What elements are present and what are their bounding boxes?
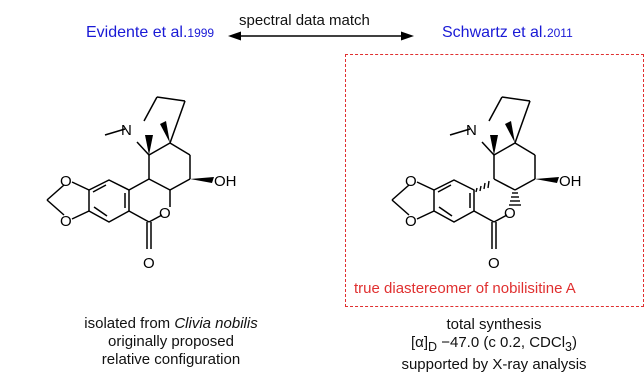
species-name: Clivia nobilis: [174, 315, 258, 332]
left-caption: isolated from Clivia nobilis originally …: [46, 315, 296, 369]
right-author-label: Schwartz et al.2011: [442, 24, 573, 42]
left-dioxole-o-bottom: O: [60, 213, 72, 230]
right-ring-oxygen: O: [504, 205, 516, 222]
left-author-name: Evidente et al.: [86, 24, 188, 41]
right-dioxole-o-top: O: [405, 173, 417, 190]
left-author-year: 1999: [187, 26, 215, 40]
right-oh-group: OH: [559, 173, 582, 190]
right-dioxole-o-bottom: O: [405, 213, 417, 230]
left-caption-line3: relative configuration: [101, 351, 241, 368]
left-n-atom: N: [121, 122, 132, 139]
left-caption-line2: originally proposed: [108, 333, 234, 350]
left-ring-oxygen: O: [159, 205, 171, 222]
right-caption-line1: total synthesis: [446, 316, 542, 333]
highlight-label: true diastereomer of nobilisitine A: [354, 280, 576, 297]
right-caption-line3: supported by X-ray analysis: [401, 356, 587, 373]
right-author-name: Schwartz et al.: [442, 24, 547, 41]
left-author-label: Evidente et al.1999: [86, 24, 214, 42]
left-carbonyl-oxygen: O: [143, 255, 155, 272]
right-n-atom: N: [466, 122, 477, 139]
right-molecule: N OH O O O O: [391, 96, 582, 272]
spectral-match-label: spectral data match: [239, 12, 370, 29]
optical-rotation: [α]D −47.0 (c 0.2, CDCl3): [411, 334, 577, 354]
left-caption-line1: isolated from Clivia nobilis: [84, 315, 258, 332]
right-caption: total synthesis [α]D −47.0 (c 0.2, CDCl3…: [359, 316, 629, 374]
left-oh-group: OH: [214, 173, 237, 190]
right-author-year: 2011: [546, 26, 573, 40]
left-dioxole-o-top: O: [60, 173, 72, 190]
left-molecule: N OH O O O O: [46, 96, 237, 272]
right-carbonyl-oxygen: O: [488, 255, 500, 272]
double-headed-arrow: [228, 31, 414, 41]
